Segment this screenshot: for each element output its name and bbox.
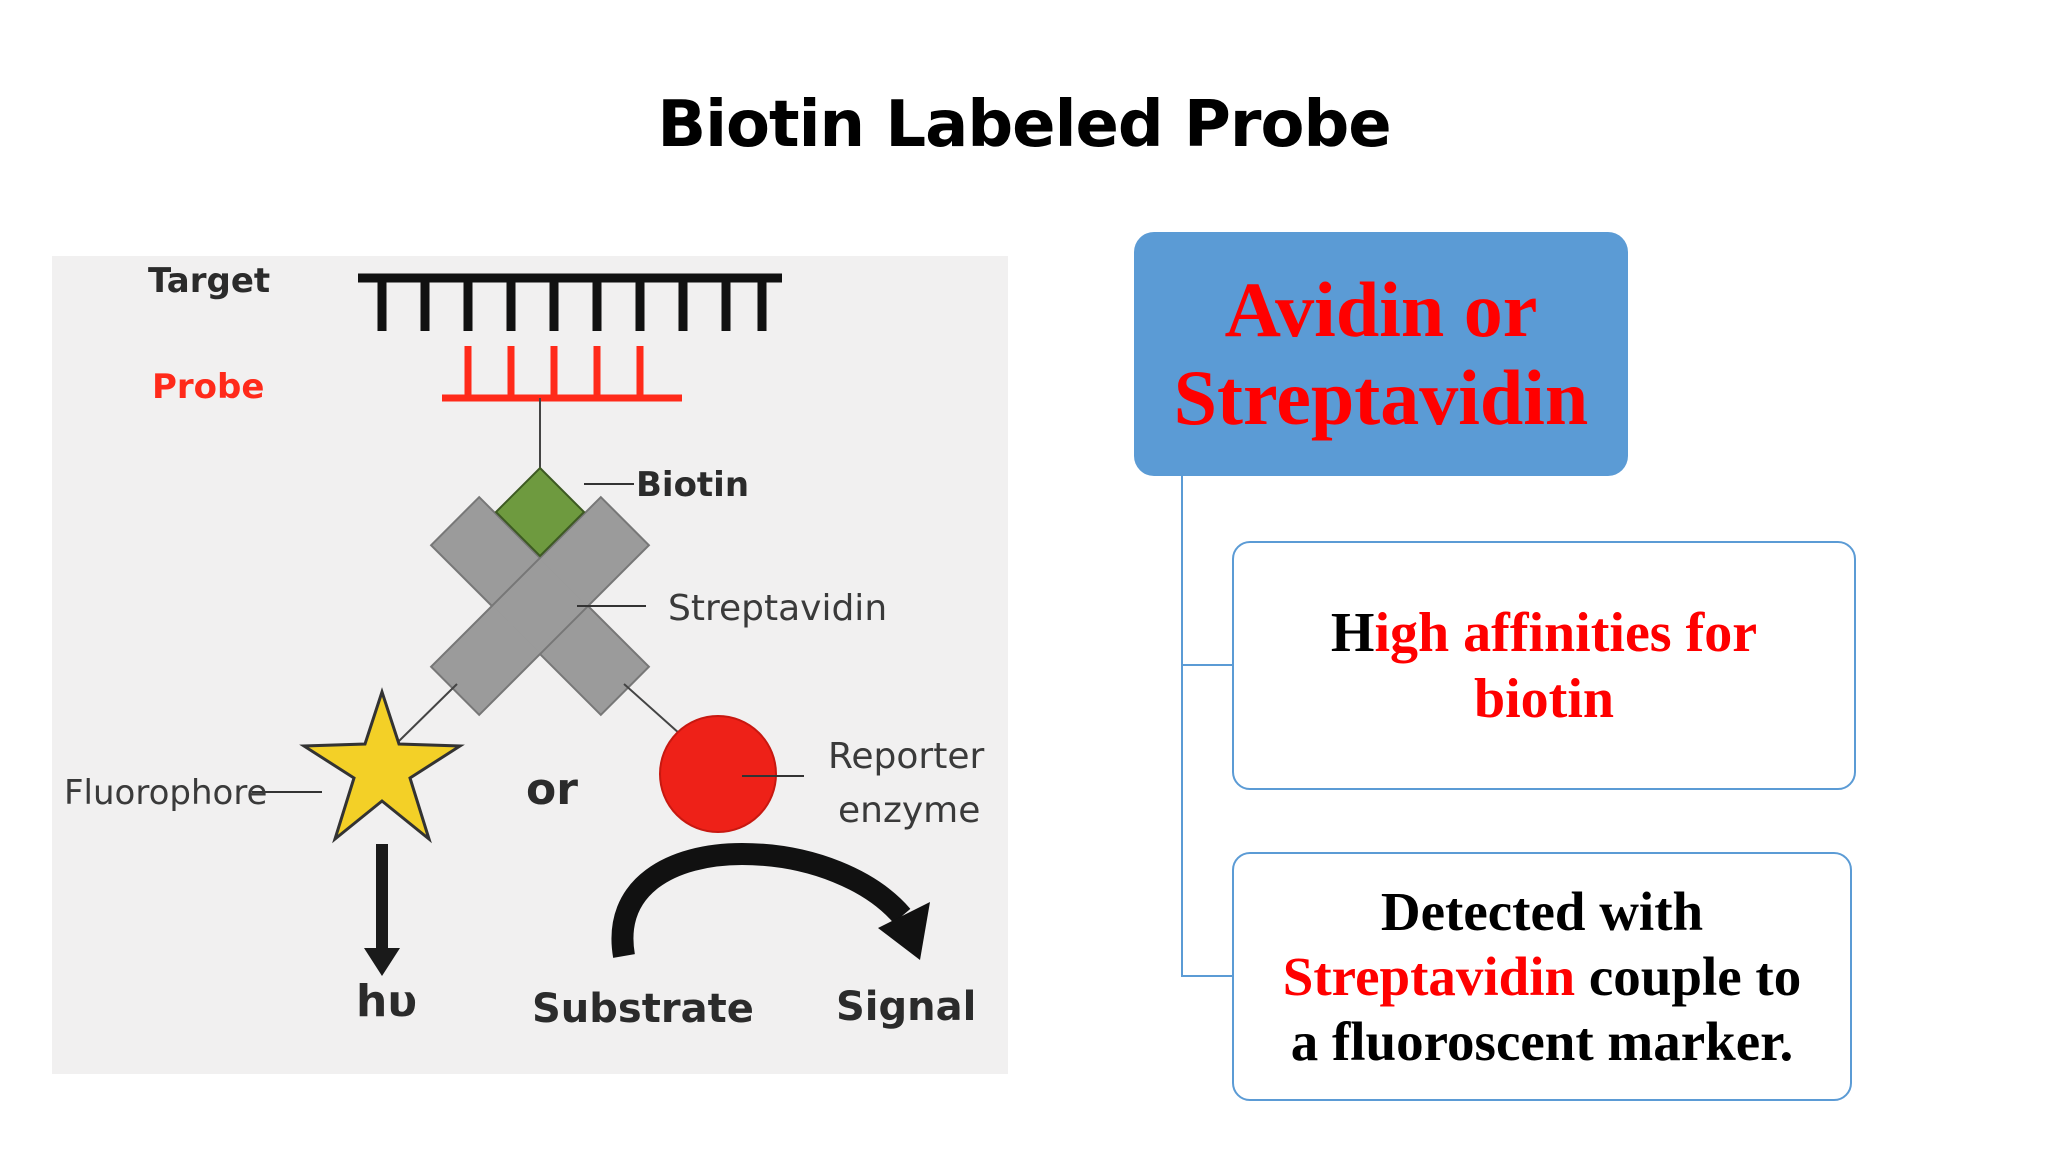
- probe-strand: [442, 346, 682, 402]
- box1-text-part2: igh affinities for: [1374, 601, 1758, 664]
- streptavidin-shape: [429, 495, 651, 717]
- biotin-label: Biotin: [636, 465, 749, 505]
- reporter-label-line1: Reporter: [828, 736, 984, 777]
- streptavidin-label: Streptavidin: [668, 588, 887, 629]
- fluorophore-star: [299, 687, 465, 844]
- probe-label: Probe: [152, 367, 264, 407]
- box2-text-part3: couple to: [1575, 946, 1802, 1007]
- box2-text-part1: Detected with: [1380, 881, 1704, 942]
- slide-title: Biotin Labeled Probe: [657, 88, 1391, 162]
- substrate-label: Substrate: [532, 986, 754, 1032]
- connector-vertical: [1181, 476, 1183, 976]
- box1-text-part1: H: [1330, 601, 1375, 664]
- connector-to-box2: [1181, 975, 1233, 977]
- biotin-shape: [494, 466, 586, 558]
- box2-text-part4: a fluoroscent marker.: [1290, 1011, 1794, 1072]
- or-label: or: [526, 764, 578, 815]
- affinity-box: High affinities for biotin: [1232, 541, 1856, 790]
- target-strand: [358, 273, 782, 331]
- box1-text-part3: biotin: [1473, 667, 1615, 730]
- emission-arrow: [364, 844, 400, 976]
- header-line1: Avidin or: [1224, 266, 1538, 353]
- target-label: Target: [148, 261, 270, 301]
- reporter-label-line2: enzyme: [838, 790, 980, 831]
- box2-text-part2: Streptavidin: [1282, 946, 1576, 1007]
- reporter-enzyme-circle: [659, 715, 777, 833]
- hv-label: hυ: [356, 976, 417, 1027]
- substrate-signal-arrow: [611, 842, 930, 960]
- avidin-streptavidin-box: Avidin or Streptavidin: [1134, 232, 1628, 476]
- biotin-probe-diagram: Target Probe Biotin Streptavidin Fluorop…: [52, 256, 1008, 1074]
- detection-box: Detected with Streptavidin couple to a f…: [1232, 852, 1852, 1101]
- connector-to-box1: [1181, 664, 1233, 666]
- header-line2: Streptavidin: [1173, 354, 1589, 441]
- signal-label: Signal: [836, 984, 976, 1030]
- fluorophore-label: Fluorophore: [64, 773, 267, 813]
